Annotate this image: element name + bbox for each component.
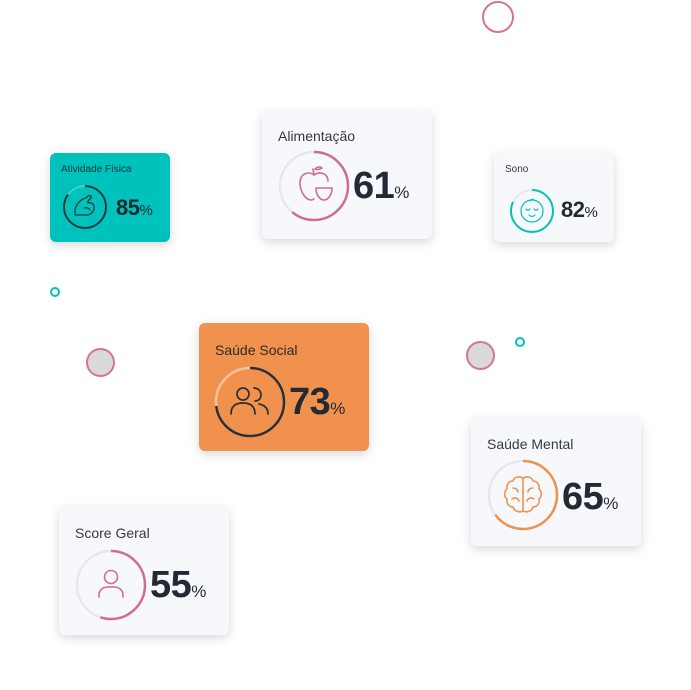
card-saude-mental: Saúde Mental 65% (471, 418, 641, 546)
card-score-geral: Score Geral 55% (59, 507, 229, 635)
decor-dot-teal (50, 287, 60, 297)
apple-bowl-icon (299, 166, 333, 201)
brain-icon (503, 476, 543, 513)
card-title: Saúde Social (215, 342, 298, 358)
card-atividade-fisica: Atividade Física 85% (50, 153, 170, 242)
score-value: 55% (150, 564, 207, 606)
decor-ring-pink (482, 1, 514, 33)
score-value: 85% (116, 195, 153, 220)
score-value: 73% (289, 381, 346, 423)
score-value: 65% (562, 476, 619, 518)
card-saude-social: Saúde Social 73% (199, 323, 369, 451)
people-icon (230, 387, 269, 415)
card-title: Score Geral (75, 525, 150, 541)
card-title: Alimentação (278, 128, 356, 144)
card-title: Sono (505, 164, 529, 175)
card-title: Atividade Física (61, 164, 132, 175)
card-alimentacao: Alimentação 61% (262, 111, 432, 239)
decor-circle-gray (86, 348, 115, 377)
decor-circle-gray (466, 341, 495, 370)
sleeping-face-icon (520, 198, 544, 223)
card-title: Saúde Mental (487, 436, 574, 452)
progress-ring (214, 366, 286, 438)
score-value: 82% (561, 197, 598, 222)
progress-ring (510, 189, 554, 233)
progress-ring (487, 459, 559, 531)
decor-dot-teal (515, 337, 525, 347)
user-icon (98, 569, 124, 598)
progress-ring (75, 549, 147, 621)
score-value: 61% (353, 165, 410, 207)
progress-ring (63, 185, 107, 229)
card-sono: Sono 82% (494, 153, 614, 242)
progress-ring (278, 150, 350, 222)
flexed-arm-icon (74, 194, 95, 216)
